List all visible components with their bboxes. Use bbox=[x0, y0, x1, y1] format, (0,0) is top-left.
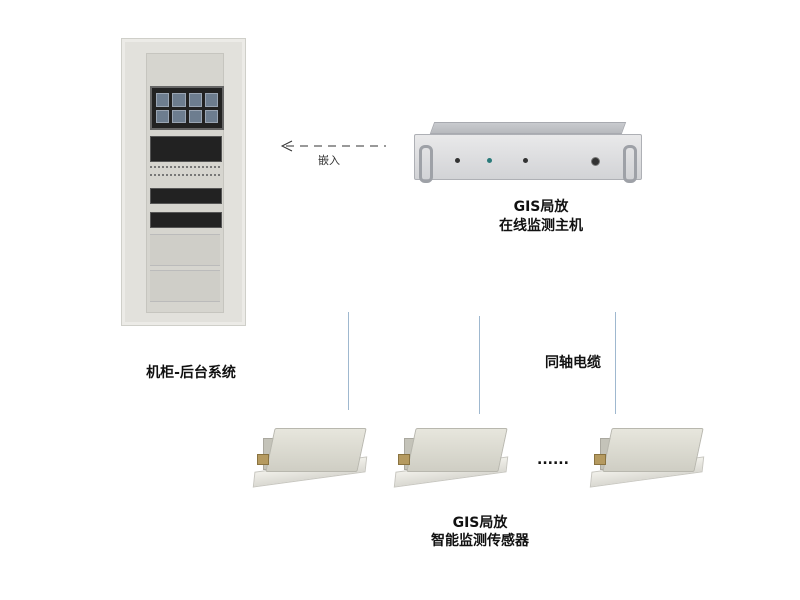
sensor-image bbox=[252, 424, 368, 494]
cabinet-label: 机柜-后台系统 bbox=[146, 365, 236, 381]
handle-left bbox=[419, 145, 433, 183]
host-title-line2: 在线监测主机 bbox=[499, 218, 583, 234]
host-top bbox=[429, 122, 627, 134]
led-indicator bbox=[455, 158, 460, 163]
cabinet-unit bbox=[150, 212, 222, 228]
dashed-arrow-left bbox=[280, 140, 386, 152]
sensor-title-line2: 智能监测传感器 bbox=[431, 533, 529, 549]
sensor-image bbox=[589, 424, 705, 494]
cable-line bbox=[479, 316, 480, 414]
cable-line bbox=[615, 312, 616, 414]
cabinet-unit bbox=[150, 188, 222, 204]
ellipsis-dots: ...... bbox=[537, 452, 569, 468]
sensor-image bbox=[393, 424, 509, 494]
cable-line bbox=[348, 312, 349, 410]
cabinet-image bbox=[121, 38, 246, 326]
cabinet-display bbox=[150, 86, 224, 130]
cabinet-vent bbox=[150, 166, 220, 168]
host-body bbox=[414, 134, 642, 183]
host-device-image bbox=[414, 122, 642, 183]
cable-label: 同轴电缆 bbox=[545, 355, 601, 371]
cabinet-rack bbox=[146, 53, 224, 313]
cabinet-panel bbox=[150, 234, 220, 266]
embed-label: 嵌入 bbox=[318, 154, 340, 167]
led-indicator bbox=[487, 158, 492, 163]
cabinet-panel bbox=[150, 270, 220, 302]
cabinet-vent bbox=[150, 174, 220, 176]
cabinet-unit bbox=[150, 136, 222, 162]
power-switch-icon bbox=[591, 157, 600, 166]
led-indicator bbox=[523, 158, 528, 163]
sensor-title-line1: GIS局放 bbox=[452, 515, 508, 531]
handle-right bbox=[623, 145, 637, 183]
host-title-line1: GIS局放 bbox=[513, 199, 569, 215]
